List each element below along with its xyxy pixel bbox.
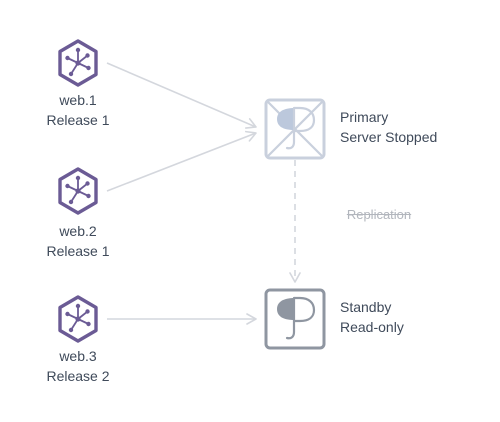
standby-label: Standby Read-only xyxy=(340,297,404,337)
stopped-database-icon xyxy=(264,98,326,160)
dyno-name: web.3 xyxy=(59,348,97,364)
replication-label: Replication xyxy=(314,206,444,224)
dyno-release: Release 2 xyxy=(46,368,110,384)
dyno-hexagon-icon xyxy=(58,167,98,215)
arrow-web2-to-primary xyxy=(106,130,257,192)
dyno-label-web1: web.1 Release 1 xyxy=(23,90,133,130)
database-icon xyxy=(264,288,326,350)
database-role: Standby xyxy=(340,299,392,315)
dyno-name: web.1 xyxy=(59,92,97,108)
dyno-label-web3: web.3 Release 2 xyxy=(23,346,133,386)
dyno-release: Release 1 xyxy=(46,243,110,259)
dyno-name: web.2 xyxy=(59,223,97,239)
database-role: Primary xyxy=(340,109,389,125)
arrow-web1-to-primary xyxy=(106,62,257,129)
primary-label: Primary Server Stopped xyxy=(340,107,437,147)
database-status: Server Stopped xyxy=(340,129,438,145)
database-status: Read-only xyxy=(340,319,404,335)
dyno-label-web2: web.2 Release 1 xyxy=(23,221,133,261)
dyno-hexagon-icon xyxy=(58,39,98,87)
dyno-release: Release 1 xyxy=(46,112,110,128)
dyno-hexagon-icon xyxy=(58,295,98,343)
